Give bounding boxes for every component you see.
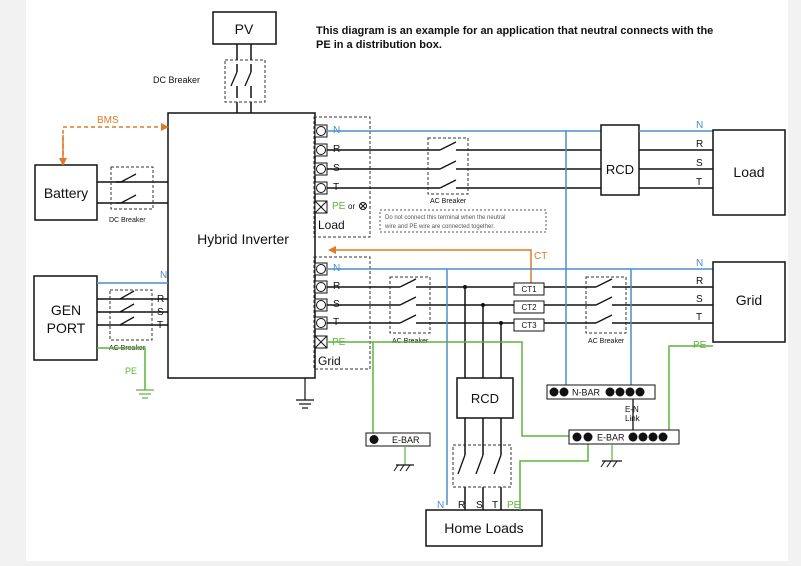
load-rcd-box <box>600 124 640 196</box>
svg-text:R: R <box>696 139 703 150</box>
note-line-2: PE in a distribution box. <box>316 39 442 51</box>
ct1-box <box>513 282 545 296</box>
svg-text:R: R <box>157 294 164 305</box>
note-line-1: This diagram is an example for an applic… <box>316 25 713 37</box>
load-rcd-label: RCD <box>606 162 634 177</box>
ct1-label: CT1 <box>521 285 537 294</box>
svg-text:PE: PE <box>507 500 521 511</box>
en-link-label-1: E-N <box>625 405 639 414</box>
home-rcd-label: RCD <box>471 391 499 406</box>
svg-text:S: S <box>476 500 483 511</box>
load-terminals <box>314 124 328 214</box>
hybrid-inverter-label: Hybrid Inverter <box>197 231 289 247</box>
warning-line-2: wire and PE wire are connected together. <box>384 224 495 230</box>
load-pe-label: PE <box>332 201 346 212</box>
ct-label: CT <box>534 251 547 262</box>
battery-box <box>34 164 98 221</box>
ct-signal-line <box>328 246 532 284</box>
svg-text:T: T <box>492 500 498 511</box>
gen-ac-breaker-box <box>109 289 153 341</box>
grid-side-pe-label: PE <box>693 340 707 351</box>
e-bar-left <box>365 432 431 447</box>
or-label: or <box>348 202 355 211</box>
gen-port-label-1: GEN <box>51 302 81 318</box>
grid-ac-breaker-right-label: AC Breaker <box>588 338 625 345</box>
svg-text:N: N <box>160 270 167 281</box>
bms-line <box>62 123 169 162</box>
ct2-label: CT2 <box>521 303 537 312</box>
warning-line-1: Do not connect this terminal when the ne… <box>385 215 505 221</box>
gen-port-label-2: PORT <box>47 320 86 336</box>
grid-box <box>712 261 786 343</box>
svg-text:T: T <box>696 177 702 188</box>
load-box <box>712 129 786 216</box>
battery-dc-breaker-label: DC Breaker <box>109 217 146 224</box>
load-ac-breaker-label: AC Breaker <box>430 198 467 205</box>
home-breaker-box <box>452 444 512 488</box>
en-link-label-2: Link <box>625 414 641 423</box>
pv-dc-breaker-box <box>224 59 266 103</box>
ct3-label: CT3 <box>521 321 537 330</box>
e-bar-right-label: E-BAR <box>597 433 625 443</box>
gen-pe-label: PE <box>125 366 137 376</box>
grid-port-label: Grid <box>318 354 341 368</box>
bms-label: BMS <box>97 115 119 126</box>
n-bar-label: N-BAR <box>572 388 601 398</box>
svg-text:N: N <box>696 258 703 269</box>
e-bar-left-label: E-BAR <box>392 435 420 445</box>
pv-dc-breaker-label: DC Breaker <box>153 75 200 85</box>
battery-label: Battery <box>44 185 88 201</box>
ct2-box <box>513 300 545 314</box>
ct3-box <box>513 318 545 332</box>
hybrid-inverter-box <box>167 112 316 379</box>
pv-box <box>212 11 277 45</box>
pv-label: PV <box>235 21 254 37</box>
svg-text:S: S <box>696 158 703 169</box>
svg-text:T: T <box>157 320 163 331</box>
grid-terminal-group <box>313 256 371 370</box>
gen-port-box <box>33 275 98 361</box>
svg-text:N: N <box>437 500 444 511</box>
load-terminal-group <box>313 116 371 238</box>
load-box-label: Load <box>733 164 764 180</box>
svg-text:T: T <box>696 312 702 323</box>
home-loads-label: Home Loads <box>444 520 523 536</box>
battery-dc-breaker-box <box>110 166 154 210</box>
load-port-label: Load <box>318 218 345 232</box>
svg-text:S: S <box>157 307 164 318</box>
home-rcd-box <box>456 377 514 419</box>
grid-box-label: Grid <box>736 292 762 308</box>
svg-text:S: S <box>696 294 703 305</box>
svg-text:R: R <box>458 500 465 511</box>
warning-note-box <box>379 209 547 233</box>
home-loads-box <box>425 509 543 547</box>
svg-text:R: R <box>696 276 703 287</box>
svg-text:N: N <box>696 120 703 131</box>
